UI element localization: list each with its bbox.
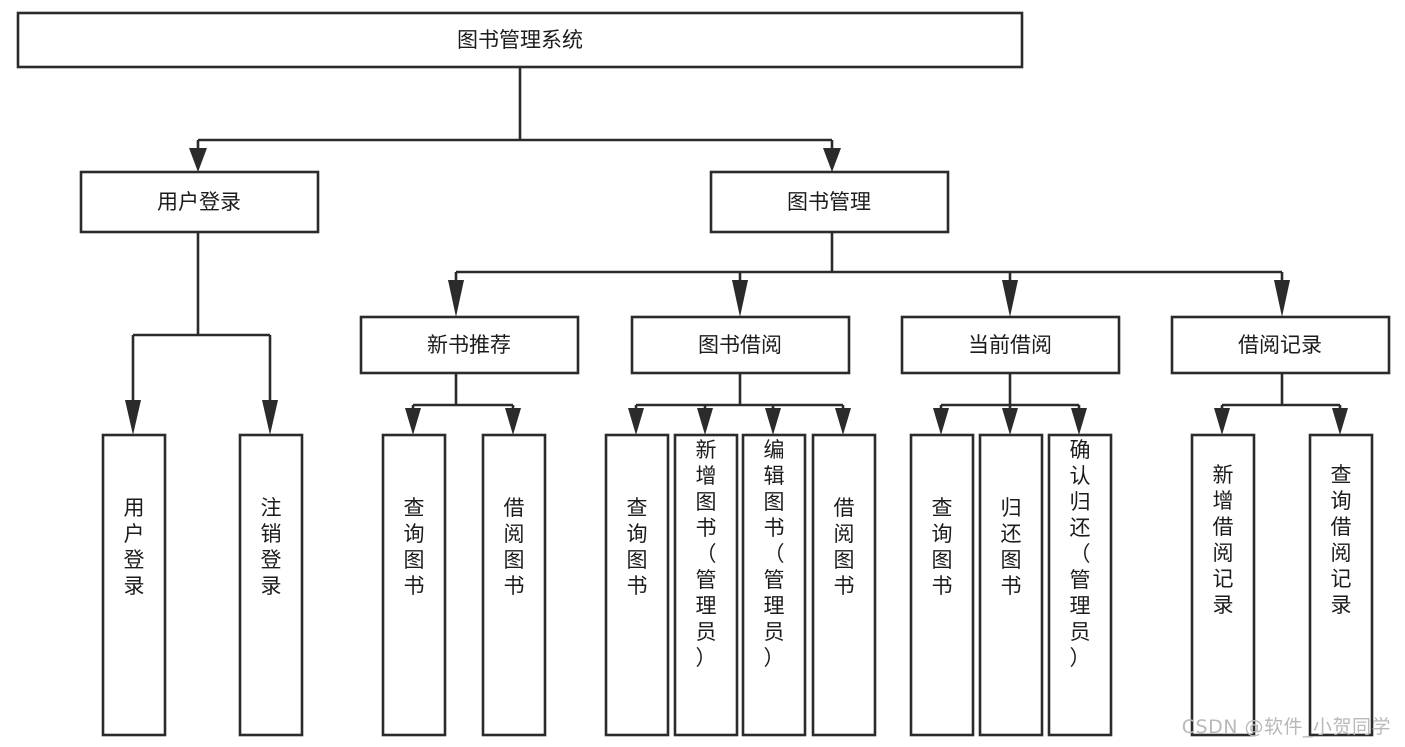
arrow-leaf-borrow-book-1 xyxy=(505,408,521,435)
arrow-leaf-query-book-3 xyxy=(933,408,949,435)
node-leaf-borrow-book-2[interactable]: 借阅图书 xyxy=(811,433,877,737)
node-leaf-user-login-box[interactable] xyxy=(101,433,167,737)
node-borrow-record-label: 借阅记录 xyxy=(1238,333,1322,357)
node-leaf-query-book-1[interactable]: 查询图书 xyxy=(381,433,447,737)
node-user-login-label: 用户登录 xyxy=(157,190,241,214)
node-root-label: 图书管理系统 xyxy=(457,28,583,52)
arrow-leaf-return-book xyxy=(1002,408,1018,435)
node-leaf-confirm-return-box[interactable] xyxy=(1047,433,1113,737)
node-current-borrow-label: 当前借阅 xyxy=(968,333,1052,357)
node-leaf-add-book-label: 新增图书（管理员） xyxy=(696,438,717,670)
node-leaf-borrow-book-2-box[interactable] xyxy=(811,433,877,737)
edge-group-borrow-record-to-leaves xyxy=(1214,373,1348,435)
node-user-login[interactable]: 用户登录 xyxy=(79,170,320,234)
node-borrow-record[interactable]: 借阅记录 xyxy=(1170,315,1391,375)
node-new-book-rec-label: 新书推荐 xyxy=(427,333,511,357)
node-book-manage[interactable]: 图书管理 xyxy=(709,170,950,234)
node-leaf-logout-box[interactable] xyxy=(238,433,304,737)
node-new-book-rec[interactable]: 新书推荐 xyxy=(359,315,580,375)
arrow-book-manage xyxy=(823,148,841,172)
node-root-box[interactable] xyxy=(16,11,1024,69)
node-book-manage-label: 图书管理 xyxy=(787,190,871,214)
node-leaf-logout-label: 注销登录 xyxy=(261,496,282,598)
node-leaf-add-book[interactable]: 新增图书（管理员） xyxy=(673,433,739,737)
node-leaf-query-book-3[interactable]: 查询图书 xyxy=(909,433,975,737)
node-book-borrow-label: 图书借阅 xyxy=(698,333,782,357)
node-leaf-edit-book-label: 编辑图书（管理员） xyxy=(764,438,785,670)
node-leaf-add-book-box[interactable] xyxy=(673,433,739,737)
node-leaf-edit-book[interactable]: 编辑图书（管理员） xyxy=(741,433,807,737)
node-leaf-confirm-return-label: 确认归还（管理员） xyxy=(1070,438,1091,670)
node-leaf-return-book-box[interactable] xyxy=(978,433,1044,737)
node-leaf-user-login-label: 用户登录 xyxy=(124,496,145,598)
node-leaf-edit-book-box[interactable] xyxy=(741,433,807,737)
arrow-leaf-edit-book xyxy=(765,408,781,435)
node-user-login-box[interactable] xyxy=(79,170,320,234)
node-leaf-borrow-book-1-box[interactable] xyxy=(481,433,547,737)
node-current-borrow-box[interactable] xyxy=(900,315,1121,375)
watermark-text: CSDN @软件_小贺同学 xyxy=(1181,716,1391,738)
arrow-leaf-add-record xyxy=(1214,408,1230,435)
node-leaf-query-book-1-label: 查询图书 xyxy=(404,496,425,598)
arrow-leaf-query-record xyxy=(1332,408,1348,435)
arrow-current-borrow xyxy=(1002,280,1018,317)
node-leaf-logout[interactable]: 注销登录 xyxy=(238,433,304,737)
node-book-borrow-box[interactable] xyxy=(630,315,851,375)
node-leaf-borrow-book-1[interactable]: 借阅图书 xyxy=(481,433,547,737)
node-leaf-query-book-2[interactable]: 查询图书 xyxy=(604,433,670,737)
arrow-leaf-confirm-return xyxy=(1071,408,1087,435)
arrow-new-book-rec xyxy=(448,280,464,317)
node-leaf-add-record-label: 新增借阅记录 xyxy=(1213,463,1234,617)
node-leaf-borrow-book-1-label: 借阅图书 xyxy=(504,496,525,598)
node-leaf-return-book-label: 归还图书 xyxy=(1001,496,1022,598)
edge-group-book-manage-to-level3 xyxy=(448,232,1290,317)
node-leaf-user-login[interactable]: 用户登录 xyxy=(101,433,167,737)
node-leaf-query-book-3-box[interactable] xyxy=(909,433,975,737)
arrow-leaf-user-login xyxy=(125,400,141,435)
edge-group-current-borrow-to-leaves xyxy=(933,373,1087,435)
node-leaf-query-record[interactable]: 查询借阅记录 xyxy=(1308,433,1374,737)
node-leaf-query-book-2-box[interactable] xyxy=(604,433,670,737)
node-leaf-return-book[interactable]: 归还图书 xyxy=(978,433,1044,737)
node-leaf-confirm-return[interactable]: 确认归还（管理员） xyxy=(1047,433,1113,737)
node-current-borrow[interactable]: 当前借阅 xyxy=(900,315,1121,375)
arrow-book-borrow xyxy=(732,280,748,317)
node-leaf-borrow-book-2-label: 借阅图书 xyxy=(834,496,855,598)
edge-group-user-login-to-leaves xyxy=(125,232,278,435)
node-book-manage-box[interactable] xyxy=(709,170,950,234)
arrow-leaf-query-book-2 xyxy=(628,408,644,435)
edge-group-book-borrow-to-leaves xyxy=(628,373,851,435)
node-leaf-query-record-box[interactable] xyxy=(1308,433,1374,737)
arrow-leaf-query-book-1 xyxy=(405,408,421,435)
node-leaf-query-book-3-label: 查询图书 xyxy=(932,496,953,598)
node-book-borrow[interactable]: 图书借阅 xyxy=(630,315,851,375)
arrow-user-login xyxy=(189,148,207,172)
arrow-leaf-logout xyxy=(262,400,278,435)
node-root[interactable]: 图书管理系统 xyxy=(16,11,1024,69)
node-leaf-add-record-box[interactable] xyxy=(1190,433,1256,737)
arrow-borrow-record xyxy=(1274,280,1290,317)
edge-group-root-to-level2 xyxy=(189,67,841,172)
edge-group-new-book-rec-to-leaves xyxy=(405,373,521,435)
arrow-leaf-borrow-book-2 xyxy=(835,408,851,435)
arrow-leaf-add-book xyxy=(697,408,713,435)
node-leaf-query-book-1-box[interactable] xyxy=(381,433,447,737)
node-new-book-rec-box[interactable] xyxy=(359,315,580,375)
node-borrow-record-box[interactable] xyxy=(1170,315,1391,375)
node-leaf-query-book-2-label: 查询图书 xyxy=(627,496,648,598)
node-leaf-query-record-label: 查询借阅记录 xyxy=(1331,463,1352,617)
node-leaf-add-record[interactable]: 新增借阅记录 xyxy=(1190,433,1256,737)
